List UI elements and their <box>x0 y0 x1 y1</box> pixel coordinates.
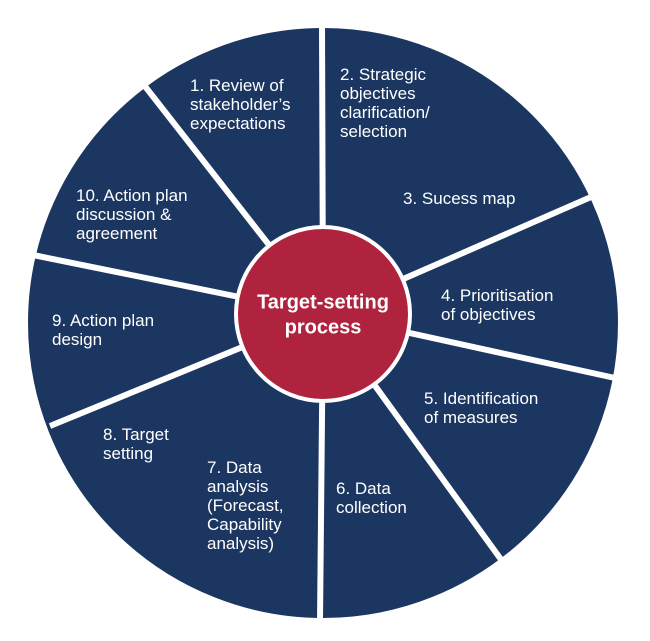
segment-label-line: collection <box>336 498 407 517</box>
segment-label-line: Capability <box>207 515 282 534</box>
segment-label-line: 2. Strategic <box>340 65 426 84</box>
segment-label-line: of measures <box>424 408 518 427</box>
segment-label-line: 9. Action plan <box>52 311 154 330</box>
segment-label-line: objectives <box>340 84 416 103</box>
segment-label-line: analysis <box>207 477 268 496</box>
segment-label-line: (Forecast, <box>207 496 284 515</box>
segment-label-line: 5. Identification <box>424 389 538 408</box>
segment-label-line: setting <box>103 444 153 463</box>
segment-label-line: discussion & <box>76 205 172 224</box>
segment-label-line: design <box>52 330 102 349</box>
segment-label-line: analysis) <box>207 534 274 553</box>
hub-title-line: process <box>285 317 362 339</box>
center-hub <box>234 225 412 403</box>
segment-label-line: agreement <box>76 224 158 243</box>
segment-label-line: clarification/ <box>340 103 430 122</box>
segment-label-line: 3. Sucess map <box>403 189 515 208</box>
segment-label-line: 8. Target <box>103 425 169 444</box>
segment-label-line: of objectives <box>441 305 536 324</box>
segment-label-line: stakeholder’s <box>190 95 291 114</box>
segment-label-line: selection <box>340 122 407 141</box>
segment-label-line: 4. Prioritisation <box>441 286 553 305</box>
hub-title: Target-setting process <box>257 292 389 339</box>
segment-label-line: expectations <box>190 114 285 133</box>
segment-label-line: 7. Data <box>207 458 262 477</box>
segment-label-line: 1. Review of <box>190 76 284 95</box>
segment-label-line: 10. Action plan <box>76 186 188 205</box>
hub-title-line: Target-setting <box>257 292 389 314</box>
segment-label-line: 6. Data <box>336 479 391 498</box>
segment-label-3: 3. Sucess map <box>403 189 515 208</box>
